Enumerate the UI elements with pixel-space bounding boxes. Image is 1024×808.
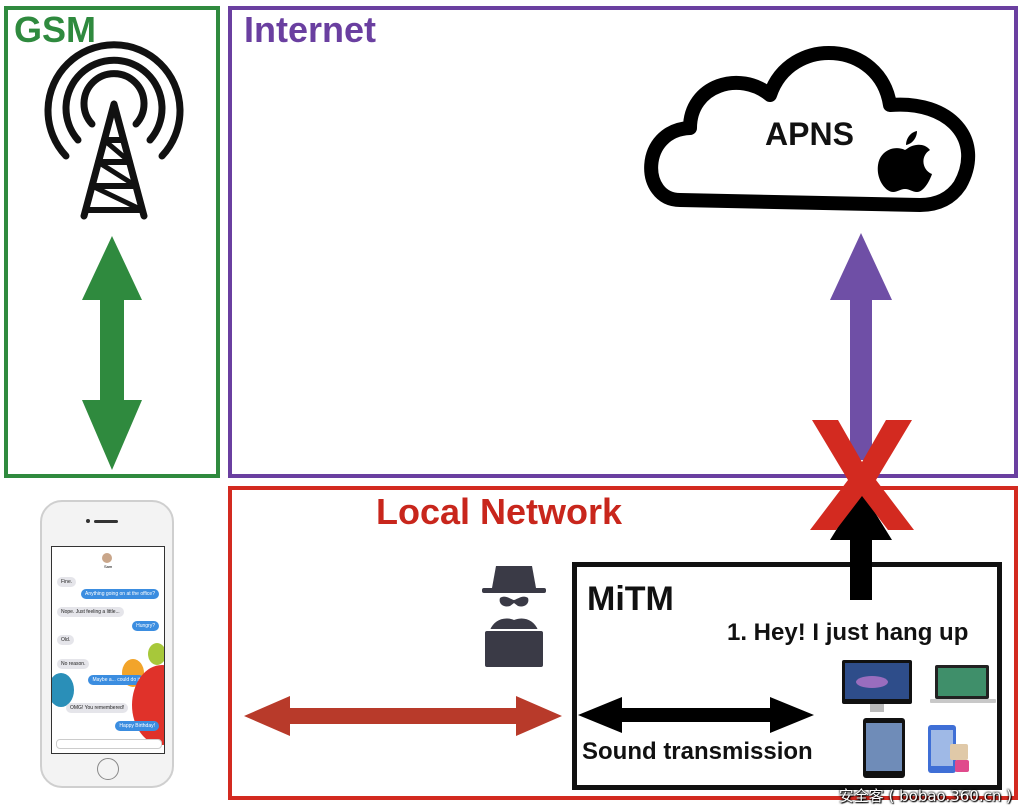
message-bubble: Old. — [57, 635, 75, 645]
gsm-zone — [4, 6, 220, 478]
hangup-message-label: 1. Hey! I just hang up — [727, 619, 969, 646]
apns-label: APNS — [765, 116, 854, 152]
message-bubble: Happy Birthday! — [115, 721, 159, 731]
sound-transmission-label: Sound transmission — [582, 738, 813, 765]
message-input — [56, 739, 162, 749]
hacker-icon — [482, 566, 546, 669]
mitm-title: MiTM — [587, 580, 674, 618]
balloon — [148, 643, 164, 665]
macbook-icon — [930, 665, 996, 703]
message-bubble: Nope. Just feeling a little... — [57, 607, 124, 617]
local-network-zone — [228, 486, 1018, 800]
phone-camera — [86, 519, 90, 523]
message-bubble: Anything going on at the office? — [81, 589, 159, 599]
phone-screen: Sam Fine. Anything going on at the offic… — [51, 546, 165, 754]
message-bubble: OMG! You remembered! — [66, 703, 129, 713]
sound-transmission-arrow — [578, 697, 814, 733]
phone-home-button — [97, 758, 119, 780]
apns-uplink-arrow — [830, 233, 892, 460]
contact-avatar — [102, 553, 112, 563]
local-network-title: Local Network — [376, 491, 623, 532]
imac-icon — [842, 660, 912, 712]
watermark: 安全客 ( bobao.360.cn ) — [838, 787, 1012, 805]
apple-logo-icon — [877, 131, 932, 192]
message-bubble: Fine. — [57, 577, 77, 587]
ipod-icon — [928, 725, 969, 773]
gsm-link-arrow — [82, 236, 142, 470]
mitm-zone — [572, 562, 1002, 790]
internet-title: Internet — [244, 9, 377, 50]
gsm-title: GSM — [14, 9, 97, 50]
message-bubble: Maybe a... could do it — [88, 675, 144, 685]
internet-zone — [228, 6, 1018, 478]
ipad-icon — [863, 718, 905, 778]
phone-speaker — [94, 520, 118, 523]
message-bubble: Hungry? — [132, 621, 159, 631]
blocked-x-icon — [810, 420, 914, 530]
cell-tower-icon — [44, 41, 184, 220]
message-bubble: No reason. — [57, 659, 90, 669]
contact-name: Sam — [104, 564, 113, 569]
balloon — [52, 673, 74, 707]
iphone-icon: Sam Fine. Anything going on at the offic… — [40, 500, 174, 788]
local-link-arrow — [244, 696, 562, 736]
